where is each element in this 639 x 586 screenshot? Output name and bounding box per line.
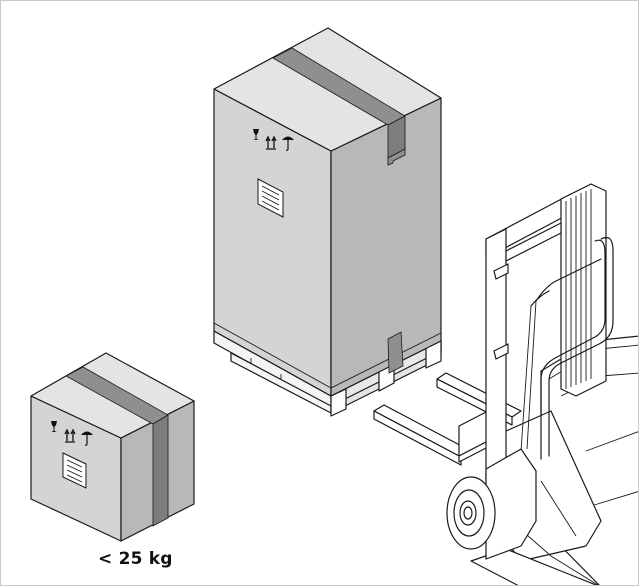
fragile-glass-icon (253, 129, 259, 140)
large-crate-on-pallet (213, 27, 442, 417)
this-way-up-icon (265, 135, 277, 150)
keep-dry-umbrella-icon (81, 431, 93, 446)
this-way-up-icon (64, 428, 76, 443)
fragile-glass-icon (51, 421, 57, 432)
weight-limit-label: < 25 kg (98, 549, 173, 569)
pallet-truck (373, 183, 638, 585)
packing-list-label-icon (257, 178, 284, 218)
pallet-truck-mast (485, 183, 614, 482)
pallet (213, 330, 442, 417)
small-box (30, 352, 195, 542)
keep-dry-umbrella-icon (282, 136, 294, 151)
pallet-truck-wheel (446, 448, 537, 560)
packing-list-label-icon (62, 452, 87, 489)
